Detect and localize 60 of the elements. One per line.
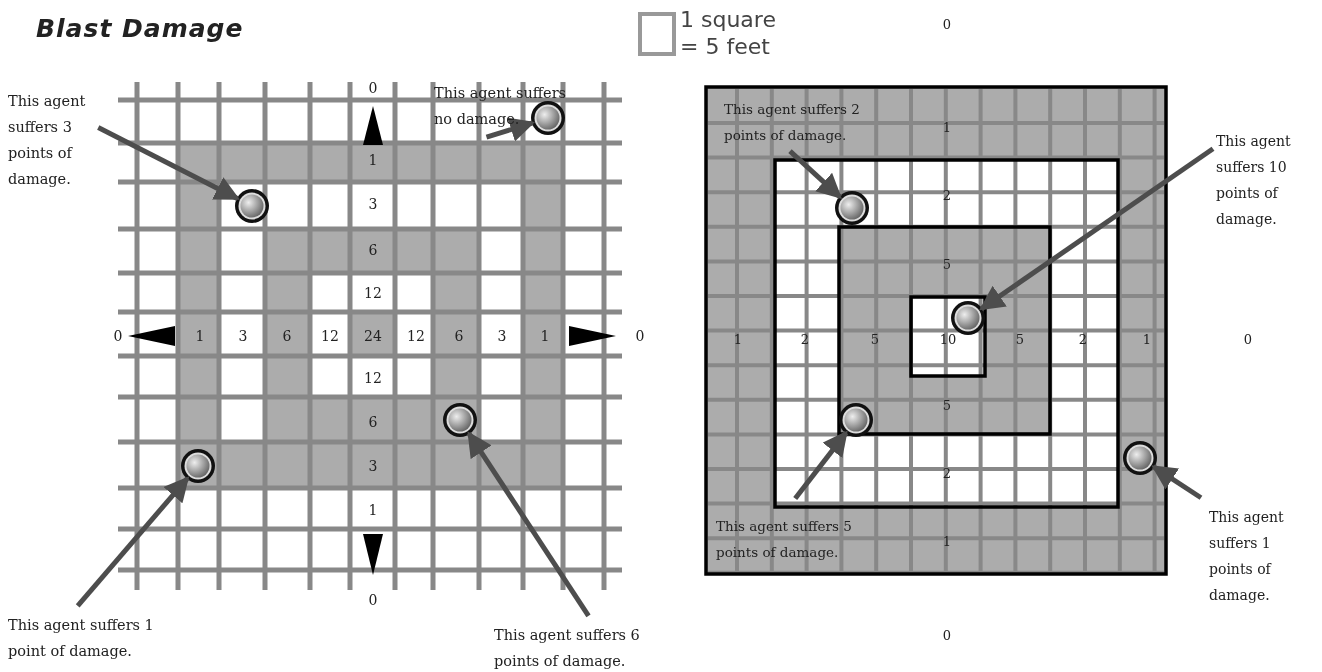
damage-value: 1 [942, 533, 952, 551]
callout-text: This agent suffers no damage. [434, 84, 567, 129]
leader-arrow [979, 146, 1215, 311]
agent-token [837, 401, 875, 439]
callout-text: This agent suffers 10 points of damage. [1216, 132, 1292, 229]
leader-arrow [97, 125, 240, 201]
agent-token [441, 401, 479, 439]
agent-token [833, 189, 871, 227]
damage-value: 5 [942, 256, 952, 274]
damage-value: 0 [635, 327, 645, 345]
damage-value: 1 [195, 327, 205, 345]
title: Blast Damage [36, 14, 244, 43]
damage-value: 2 [1078, 331, 1088, 349]
leader-arrow [485, 117, 536, 142]
callout-text: This agent suffers 6 points of damage. [494, 626, 641, 671]
damage-value: 12 [364, 369, 382, 387]
callout-text: This agent suffers 1 point of damage. [8, 616, 155, 661]
legend-text: 1 square = 5 feet [680, 6, 777, 60]
damage-value: 1 [942, 119, 952, 137]
damage-value: 1 [368, 501, 378, 519]
damage-value: 1 [733, 331, 743, 349]
damage-value: 2 [942, 187, 952, 205]
agent-token [233, 187, 271, 225]
damage-value: 6 [282, 327, 292, 345]
leader-arrow [1151, 464, 1203, 500]
damage-value: 5 [942, 397, 952, 415]
damage-value: 2 [942, 465, 952, 483]
callout-text: This agent suffers 1 points of damage. [1209, 508, 1285, 605]
leader-arrow [793, 430, 849, 500]
damage-value: 0 [942, 627, 952, 645]
damage-value: 3 [368, 457, 378, 475]
damage-value: 2 [800, 331, 810, 349]
damage-value: 6 [368, 413, 378, 431]
leader-arrow [466, 431, 591, 618]
callout-text: This agent suffers 2 points of damage. [724, 100, 861, 145]
damage-value: 1 [368, 151, 378, 169]
agent-token [179, 447, 217, 485]
damage-value: 0 [113, 327, 123, 345]
damage-value: 6 [368, 241, 378, 259]
callout-text: This agent suffers 3 points of damage. [8, 92, 87, 189]
damage-value: 5 [870, 331, 880, 349]
damage-value: 3 [238, 327, 248, 345]
damage-value: 5 [1015, 331, 1025, 349]
callout-text: This agent suffers 5 points of damage. [716, 517, 853, 562]
damage-value: 6 [454, 327, 464, 345]
agent-token [529, 99, 567, 137]
damage-value: 3 [368, 195, 378, 213]
damage-value: 0 [1243, 331, 1253, 349]
damage-value: 24 [364, 327, 382, 345]
leader-arrow [788, 149, 843, 200]
damage-value: 0 [942, 16, 952, 34]
damage-value: 12 [321, 327, 339, 345]
damage-value: 10 [939, 331, 957, 349]
agent-token [1121, 439, 1159, 477]
damage-value: 1 [540, 327, 550, 345]
damage-value: 12 [364, 284, 382, 302]
damage-value: 1 [1142, 331, 1152, 349]
damage-value: 3 [497, 327, 507, 345]
damage-value: 12 [407, 327, 425, 345]
leader-arrow [75, 476, 190, 608]
